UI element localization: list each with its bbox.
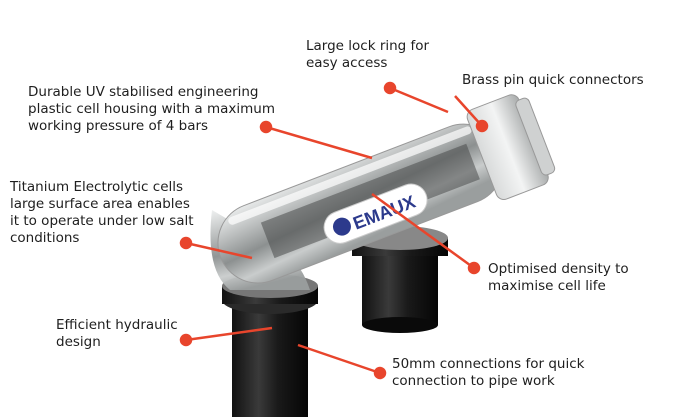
callout-lock-ring: Large lock ring for easy access [306, 38, 430, 71]
callout-brass-pin: Brass pin quick connectors [462, 72, 644, 88]
callout-connections: 50mm connections for quick connection to… [392, 356, 585, 389]
left-connector [222, 274, 318, 417]
callout-housing: Durable UV stabilised engineering plasti… [28, 84, 275, 134]
callout-lines [179, 81, 489, 380]
callout-titanium: Titanium Electrolytic cells large surfac… [10, 179, 194, 246]
callout-hydraulic: Efficient hydraulic design [56, 317, 178, 350]
callout-density: Optimised density to maximise cell life [488, 261, 629, 294]
